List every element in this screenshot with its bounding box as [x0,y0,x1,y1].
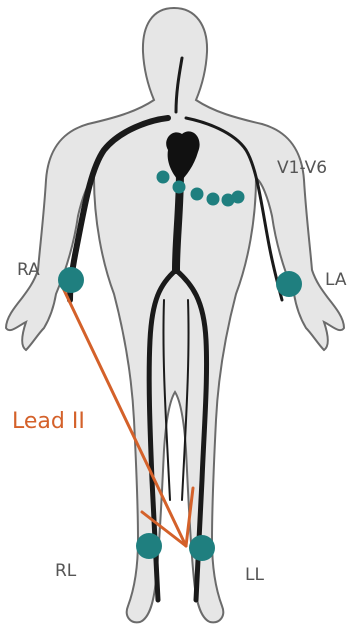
label-left-leg: LL [245,567,264,584]
electrode-v2 [173,181,186,194]
label-chest-leads: V1-V6 [277,160,327,177]
electrode-v4 [207,193,220,206]
electrode-ll [189,535,215,561]
electrode-v6 [232,191,245,204]
electrode-v1 [157,171,170,184]
electrode-la [276,271,302,297]
electrode-ra [58,267,84,293]
electrode-rl [136,533,162,559]
label-right-arm: RA [17,262,40,279]
electrode-v3 [191,188,204,201]
label-left-arm: LA [325,272,347,289]
label-right-leg: RL [55,563,76,580]
label-lead-ii: Lead II [12,411,85,433]
